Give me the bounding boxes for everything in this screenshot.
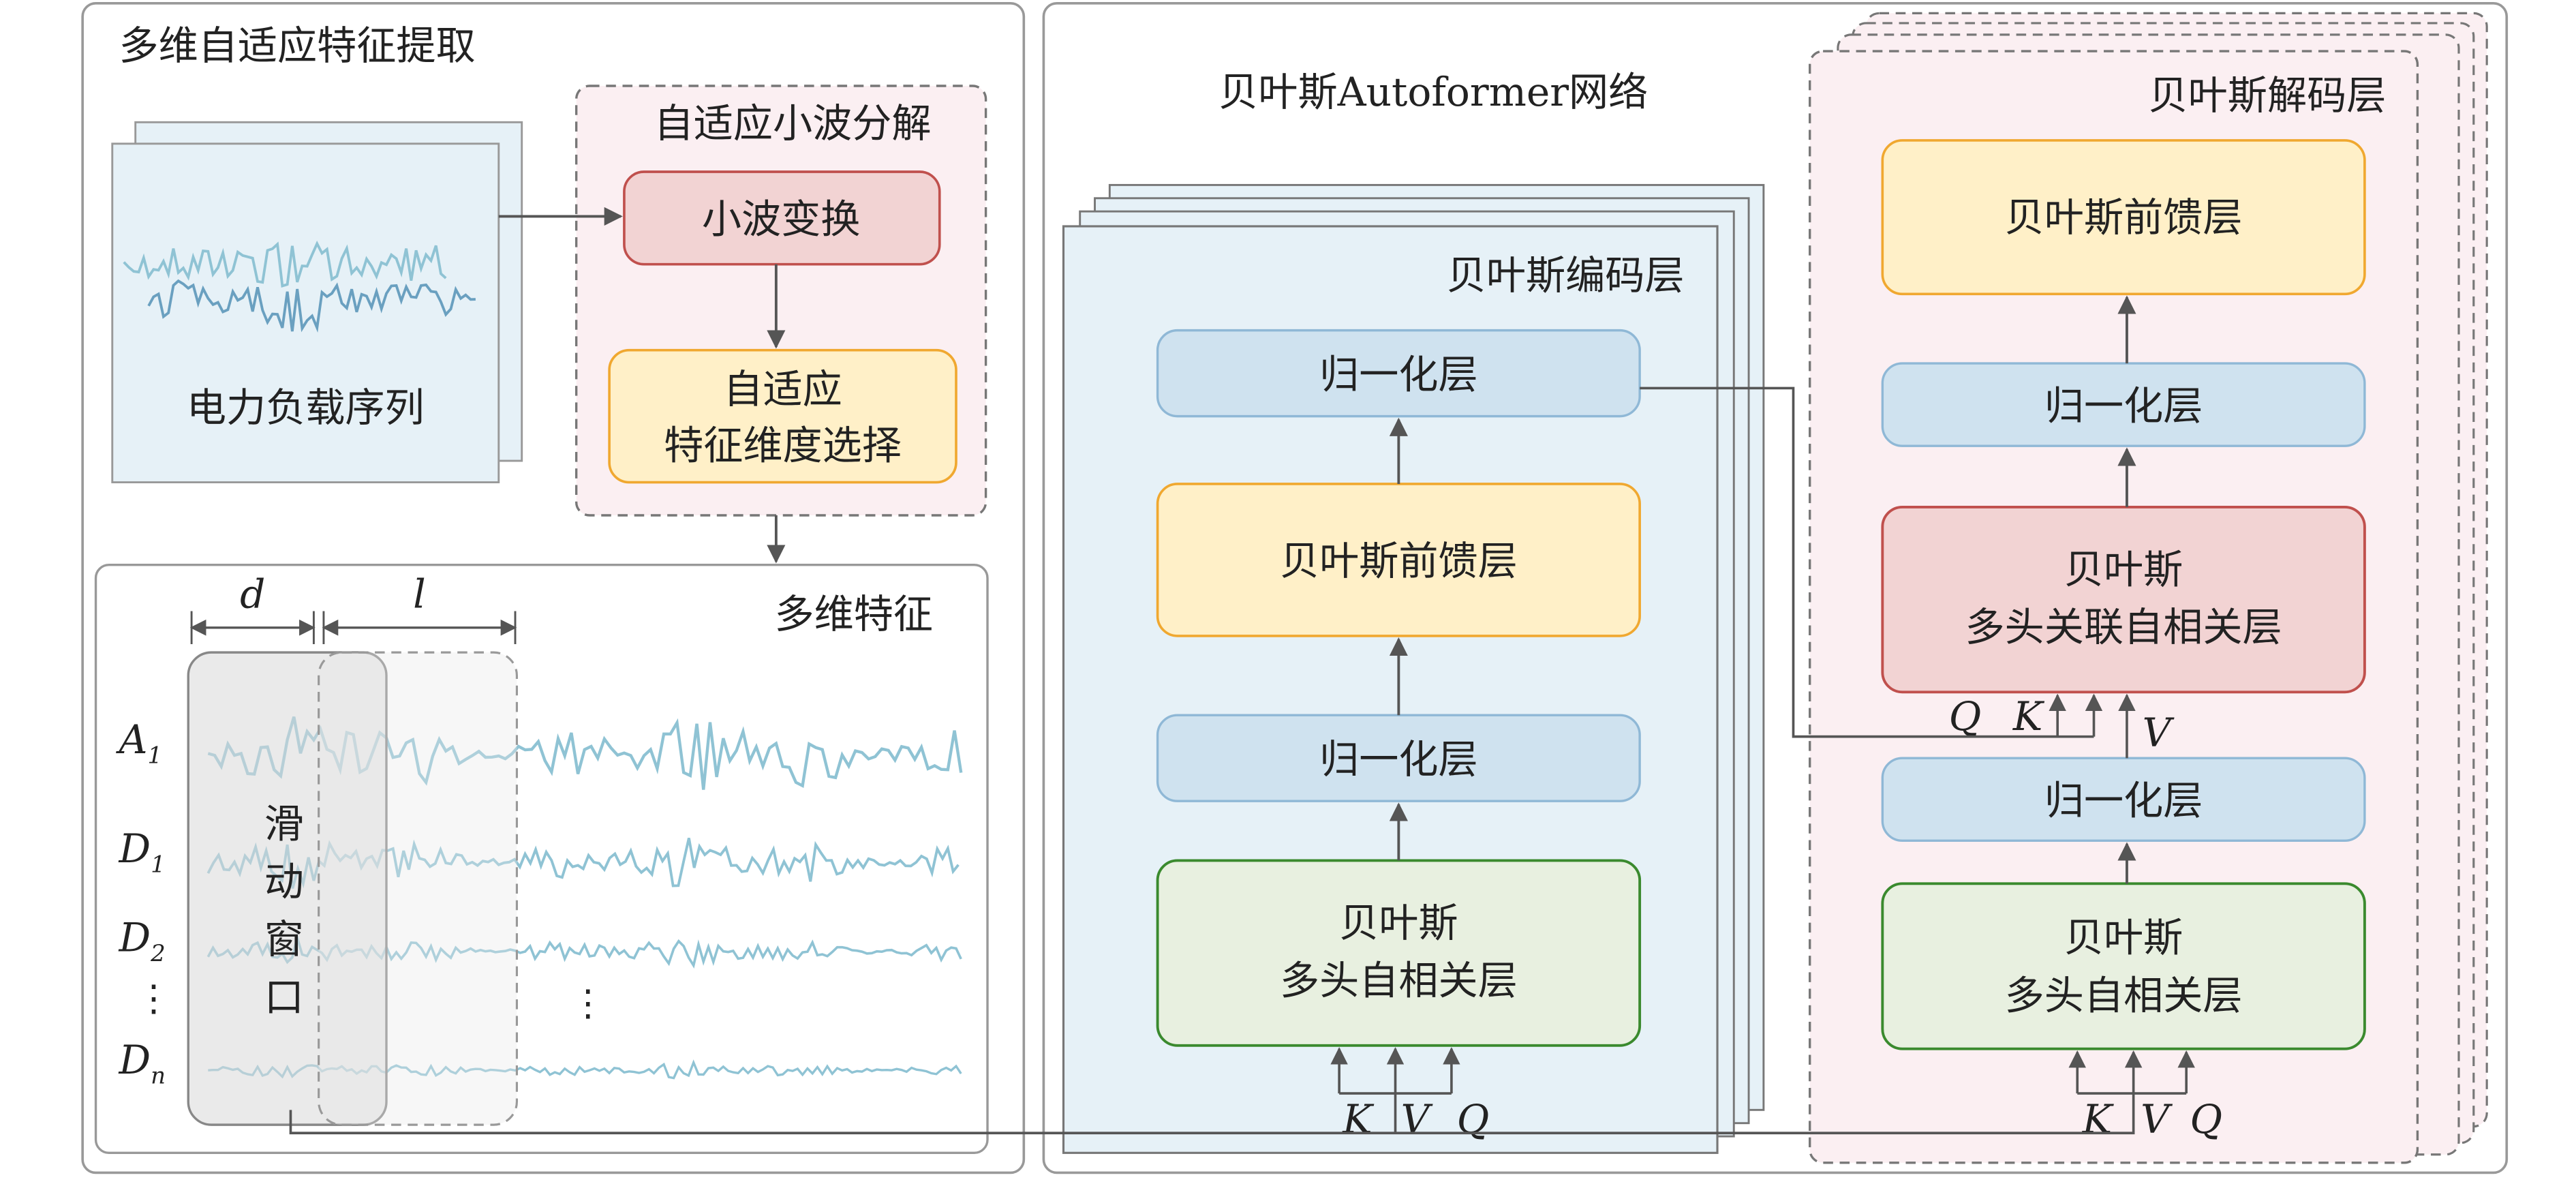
sliding-window-next	[318, 651, 519, 1126]
decoder-ffn	[1881, 139, 2366, 296]
row-label-d1: D1	[118, 825, 165, 878]
cross-input-k: K	[2012, 693, 2045, 740]
row-label-dots: ⋮	[136, 977, 172, 1020]
decoder-ffn-label: 贝叶斯前馈层	[2005, 194, 2243, 241]
enc-input-k: K	[1342, 1096, 1375, 1142]
series-card-front	[111, 142, 500, 483]
cross-input-v: V	[2143, 710, 2175, 756]
encoder-attention-line1: 贝叶斯	[1339, 900, 1458, 946]
decoder-norm-bottom	[1881, 757, 2366, 843]
window-char-1: 滑	[264, 801, 304, 847]
decoder-cross-attention	[1881, 505, 2366, 694]
decoder-attention-line1: 贝叶斯	[2064, 915, 2183, 961]
features-to-network-connector	[289, 1093, 2135, 1135]
adaptive-select-box	[608, 348, 957, 484]
window-char-2: 动	[264, 858, 304, 905]
dec-input-q: Q	[2190, 1096, 2222, 1142]
encoder-title: 贝叶斯编码层	[1447, 252, 1685, 299]
enc-input-v: V	[1401, 1096, 1433, 1142]
dim-l-label: l	[413, 571, 426, 618]
signals-ellipsis: ⋮	[570, 982, 606, 1024]
encoder-attention-line2: 多头自相关层	[1280, 958, 1518, 1004]
wavelet-transform-label: 小波变换	[702, 196, 861, 243]
decoder-cross-line1: 贝叶斯	[2064, 546, 2183, 592]
decoder-norm-top	[1881, 362, 2366, 447]
wavelet-transform-box	[623, 170, 941, 266]
left-panel-title: 多维自适应特征提取	[119, 22, 475, 69]
series-label: 电力负载序列	[187, 384, 425, 431]
dim-d-label: d	[240, 571, 265, 618]
decoder-title: 贝叶斯解码层	[2149, 72, 2387, 119]
decoder-norm-top-label: 归一化层	[2044, 382, 2203, 429]
encoder-ffn-label: 贝叶斯前馈层	[1280, 538, 1518, 584]
encoder-norm-bottom-label: 归一化层	[1319, 736, 1478, 783]
wavelet-group-title: 自适应小波分解	[654, 100, 932, 147]
dec-input-v: V	[2141, 1096, 2173, 1142]
decoder-norm-bottom-label: 归一化层	[2044, 778, 2203, 824]
encoder-norm-top-label: 归一化层	[1319, 351, 1478, 397]
cross-input-q: Q	[1949, 693, 1982, 740]
window-char-4: 口	[264, 974, 304, 1020]
encoder-attention	[1156, 859, 1642, 1047]
load-series-plot	[123, 240, 476, 333]
features-title: 多维特征	[774, 591, 933, 637]
window-char-3: 窗	[264, 916, 304, 962]
adaptive-select-line2: 特征维度选择	[664, 423, 902, 469]
decoder-attention-line2: 多头自相关层	[2005, 973, 2243, 1019]
row-label-a1: A1	[115, 716, 162, 769]
decoder-attention	[1881, 882, 2366, 1050]
network-title: 贝叶斯Autoformer网络	[1218, 69, 1648, 115]
adaptive-select-line1: 自适应	[723, 366, 842, 412]
sliding-window-current	[187, 651, 388, 1126]
row-label-d2: D2	[118, 915, 165, 967]
encoder-norm-top	[1156, 329, 1641, 418]
load-series-line-1	[123, 240, 447, 288]
load-series-line-2	[147, 279, 476, 333]
dec-input-k: K	[2082, 1096, 2115, 1142]
decoder-cross-line2: 多头关联自相关层	[1965, 604, 2282, 650]
enc-input-q: Q	[1457, 1096, 1490, 1142]
row-label-dn: Dn	[118, 1037, 165, 1089]
